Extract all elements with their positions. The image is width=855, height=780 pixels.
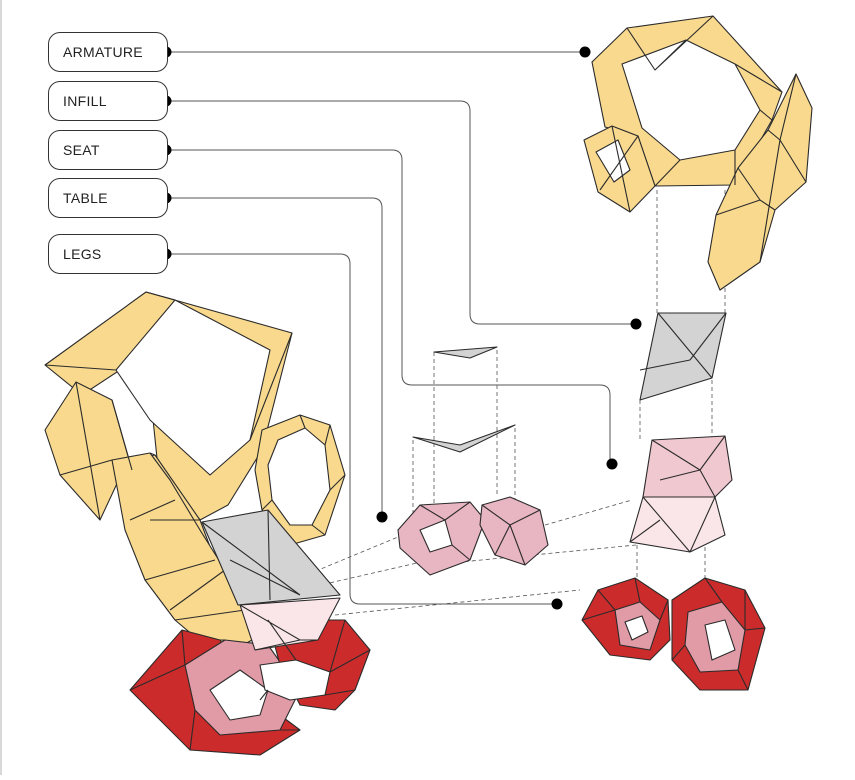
dot-armature-end [579, 46, 591, 58]
armature-exploded [583, 15, 813, 291]
label-armature: ARMATURE [48, 32, 168, 72]
label-seat: SEAT [48, 130, 168, 170]
leader-seat [168, 149, 611, 462]
dot-infill-end [630, 318, 642, 330]
leader-legs [168, 253, 556, 605]
label-legs: LEGS [48, 234, 168, 274]
label-infill: INFILL [48, 81, 168, 121]
legs-exploded [581, 577, 766, 691]
leader-table [168, 197, 383, 517]
infill-exploded [639, 312, 727, 401]
leader-lines [168, 51, 636, 605]
seat-exploded [629, 435, 733, 553]
leader-infill [168, 100, 636, 325]
page-border [0, 0, 2, 775]
assembled-chair [44, 291, 371, 756]
dot-table-end [376, 511, 388, 523]
label-table: TABLE [48, 178, 168, 218]
dot-legs-end [551, 598, 563, 610]
dot-seat-end [606, 458, 618, 470]
table-exploded [397, 346, 549, 576]
